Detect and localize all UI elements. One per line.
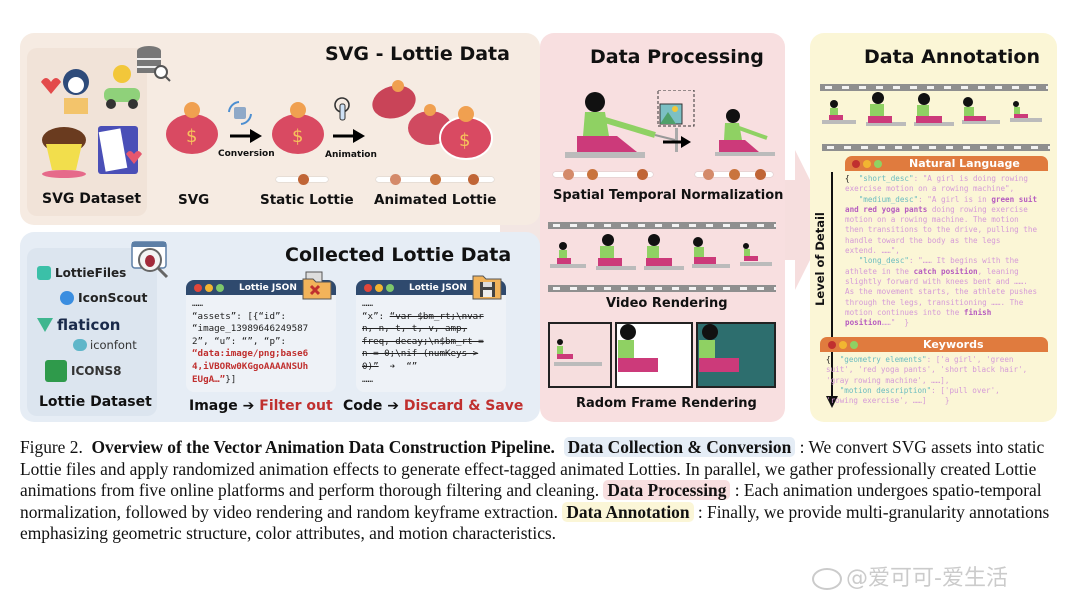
image-json-code: …… “assets”: [{“id”: “image_139896462495… bbox=[192, 298, 309, 392]
flaticon-logo-icon bbox=[37, 318, 53, 332]
iconfont-logo-icon bbox=[73, 339, 87, 351]
code-json-titlebar: Lottie JSON bbox=[356, 280, 506, 295]
conversion-icon bbox=[228, 101, 252, 125]
platform-lottiefiles: LottieFiles bbox=[37, 266, 126, 280]
video-filmstrip-top bbox=[548, 222, 776, 229]
image-filter-action: Image ➔ Filter out bbox=[189, 398, 333, 414]
code-json-window: Lottie JSON …… “x”: “var $bm_rt;\nvar n,… bbox=[356, 280, 506, 392]
static-lottie-piggy-icon: $ bbox=[272, 102, 324, 154]
figure-label: Figure 2. bbox=[20, 437, 83, 457]
tag-data-annotation: Data Annotation bbox=[562, 501, 694, 522]
annotation-filmstrip-top bbox=[820, 84, 1048, 91]
lottiefiles-logo-icon bbox=[37, 266, 51, 280]
normalization-rower-illustration bbox=[565, 90, 775, 158]
tap-hand-icon bbox=[334, 97, 350, 121]
random-frames-illustration bbox=[548, 322, 776, 388]
conversion-arrow-icon bbox=[230, 129, 262, 143]
code-json-code: …… “x”: “var $bm_rt;\nvar n, n, t, t, v,… bbox=[362, 298, 484, 385]
weibo-logo-icon bbox=[812, 568, 842, 590]
level-of-detail-label: Level of Detail bbox=[813, 212, 827, 306]
svg-lottie-title: SVG - Lottie Data bbox=[325, 43, 510, 65]
svg-samples-illustration-icon bbox=[42, 126, 142, 178]
bug-search-icon bbox=[131, 241, 169, 279]
image-json-titlebar: Lottie JSON bbox=[186, 280, 336, 295]
collected-lottie-title: Collected Lottie Data bbox=[285, 244, 512, 266]
natural-language-content: { "short_desc": "A girl is doing rowing … bbox=[845, 174, 1038, 328]
animation-label: Animation bbox=[325, 150, 377, 160]
svg-text:$: $ bbox=[292, 126, 303, 147]
random-frame-label: Radom Frame Rendering bbox=[576, 396, 757, 411]
svg-text:$: $ bbox=[186, 126, 197, 147]
natural-language-titlebar: Natural Language bbox=[845, 156, 1048, 171]
data-annotation-title: Data Annotation bbox=[864, 46, 1041, 68]
data-processing-title: Data Processing bbox=[590, 46, 764, 68]
watermark: @爱可可-爱生活 bbox=[812, 560, 1008, 592]
platform-iconfont: iconfont bbox=[73, 338, 137, 352]
spatial-temporal-label: Spatial Temporal Normalization bbox=[553, 188, 784, 203]
figure-title: Overview of the Vector Animation Data Co… bbox=[91, 437, 555, 457]
database-search-icon bbox=[137, 46, 171, 82]
video-frames-illustration bbox=[550, 234, 772, 270]
platform-iconscout: IconScout bbox=[60, 290, 147, 305]
keywords-titlebar: Keywords bbox=[820, 337, 1048, 352]
svg-text:$: $ bbox=[459, 130, 470, 151]
tag-data-collection: Data Collection & Conversion bbox=[563, 437, 796, 457]
code-save-action: Code ➔ Discard & Save bbox=[343, 398, 524, 414]
delete-folder-icon bbox=[302, 271, 332, 300]
video-filmstrip-bottom bbox=[548, 285, 776, 292]
tag-data-processing: Data Processing bbox=[603, 480, 731, 500]
icons8-logo-icon bbox=[45, 360, 67, 382]
platform-icons8: ICONS8 bbox=[45, 360, 122, 382]
lottie-dataset-label: Lottie Dataset bbox=[39, 394, 152, 410]
annotation-filmstrip-bottom bbox=[822, 144, 1050, 151]
level-of-detail-arrow bbox=[826, 172, 838, 408]
animated-lottie-piggies-icon: $ bbox=[372, 80, 493, 160]
animated-lottie-label: Animated Lottie bbox=[374, 192, 497, 208]
svg-dataset-label: SVG Dataset bbox=[42, 191, 142, 207]
svg-samples-cartoon-icon bbox=[41, 65, 140, 114]
animation-arrow-icon bbox=[333, 129, 365, 143]
svg-piggy-bank-icon: $ bbox=[166, 102, 218, 154]
video-rendering-label: Video Rendering bbox=[606, 296, 728, 311]
normalization-timeline-right bbox=[695, 169, 773, 180]
platform-flaticon: flaticon bbox=[37, 316, 120, 334]
animated-timeline bbox=[376, 174, 494, 185]
figure-caption: Figure 2. Overview of the Vector Animati… bbox=[20, 437, 1050, 543]
keywords-content: { "geometry elements": ['a girl', 'green… bbox=[826, 355, 1028, 406]
annotation-frames-illustration bbox=[822, 92, 1042, 126]
save-folder-icon bbox=[472, 275, 502, 300]
svg-label: SVG bbox=[178, 192, 210, 208]
conversion-label: Conversion bbox=[218, 149, 275, 159]
flow-arrow-2 bbox=[770, 150, 830, 290]
iconscout-logo-icon bbox=[60, 290, 74, 305]
static-timeline bbox=[276, 174, 328, 185]
static-lottie-label: Static Lottie bbox=[260, 192, 354, 208]
normalization-timeline-left bbox=[553, 169, 653, 180]
data-annotation-panel bbox=[810, 33, 1057, 422]
